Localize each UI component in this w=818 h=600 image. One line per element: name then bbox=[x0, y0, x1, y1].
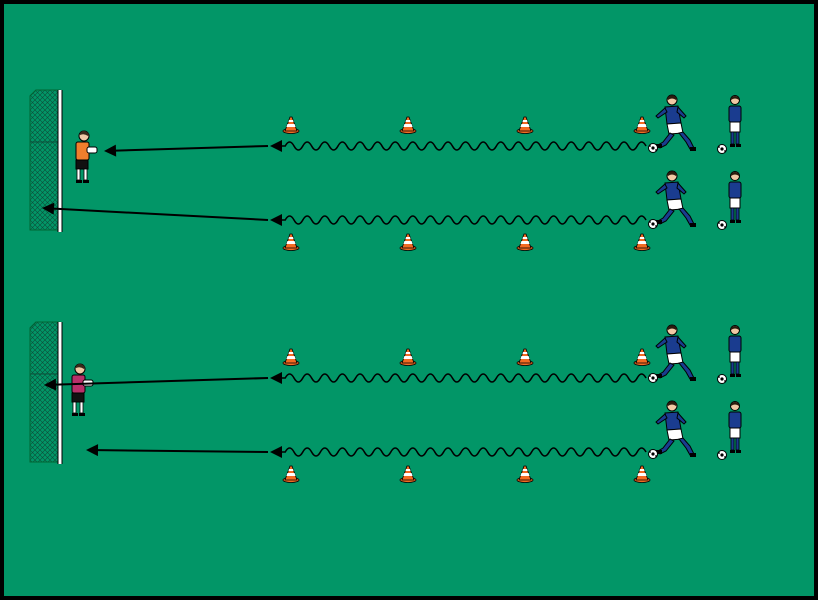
cone-icon bbox=[633, 348, 651, 366]
player-icon bbox=[728, 401, 742, 453]
goal-icon bbox=[29, 321, 63, 464]
goal-icon bbox=[29, 89, 63, 232]
dribble-path-icon bbox=[270, 372, 647, 384]
cone-icon bbox=[516, 465, 534, 483]
cone-icon bbox=[282, 348, 300, 366]
player-icon bbox=[728, 95, 742, 147]
dribble-path-icon bbox=[270, 446, 647, 458]
player-icon bbox=[655, 94, 696, 151]
ball-icon bbox=[717, 450, 727, 460]
player-icon bbox=[728, 171, 742, 223]
cone-icon bbox=[633, 233, 651, 251]
ball-icon bbox=[648, 373, 658, 383]
cone-icon bbox=[282, 116, 300, 134]
dribble-path-icon bbox=[270, 140, 647, 152]
ball-icon bbox=[717, 144, 727, 154]
cone-icon bbox=[633, 465, 651, 483]
cone-icon bbox=[399, 465, 417, 483]
ball-icon bbox=[648, 143, 658, 153]
cone-icon bbox=[633, 116, 651, 134]
pass-arrow-icon bbox=[104, 144, 269, 157]
goalkeeper-icon bbox=[75, 130, 98, 183]
player-icon bbox=[655, 170, 696, 227]
player-icon bbox=[728, 325, 742, 377]
ball-icon bbox=[717, 374, 727, 384]
cone-icon bbox=[516, 233, 534, 251]
cone-icon bbox=[399, 116, 417, 134]
pitch-field bbox=[4, 4, 814, 596]
pass-arrow-icon bbox=[42, 202, 269, 221]
ball-icon bbox=[648, 449, 658, 459]
pass-arrow-icon bbox=[44, 377, 269, 391]
cone-icon bbox=[516, 348, 534, 366]
cone-icon bbox=[282, 465, 300, 483]
ball-icon bbox=[717, 220, 727, 230]
cone-icon bbox=[399, 348, 417, 366]
pass-arrow-icon bbox=[86, 444, 269, 457]
ball-icon bbox=[648, 219, 658, 229]
player-icon bbox=[655, 400, 696, 457]
dribble-path-icon bbox=[270, 214, 647, 226]
cone-icon bbox=[282, 233, 300, 251]
cone-icon bbox=[399, 233, 417, 251]
player-icon bbox=[655, 324, 696, 381]
cone-icon bbox=[516, 116, 534, 134]
